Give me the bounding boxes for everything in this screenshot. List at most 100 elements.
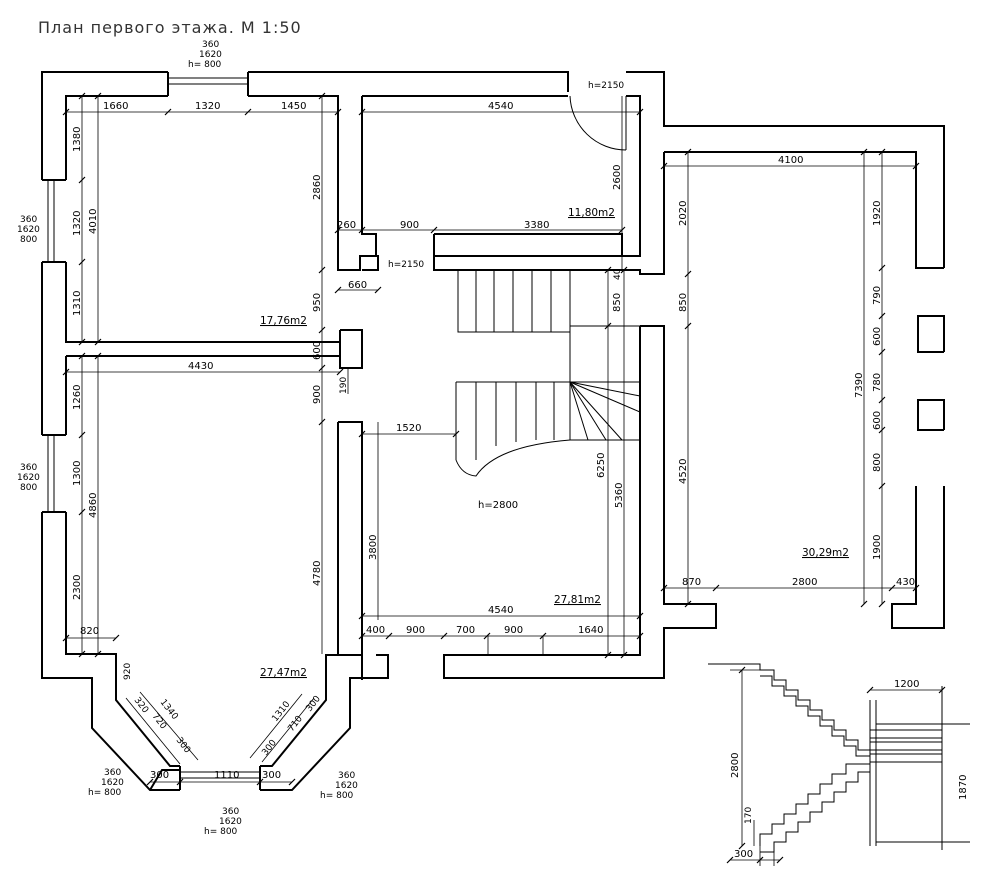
dim-label: 260 xyxy=(337,220,356,231)
dim-label: 1310 xyxy=(72,291,83,316)
dim-label: 2020 xyxy=(678,201,689,226)
dim-label: 820 xyxy=(80,626,99,637)
dim-label: 6250 xyxy=(596,453,607,478)
dim-label: 4430 xyxy=(188,361,213,372)
dim-label: 4540 xyxy=(488,605,513,616)
dim-label: 1900 xyxy=(872,535,883,560)
dim-label: 2800 xyxy=(730,753,741,778)
dim-label: 710 xyxy=(286,714,305,734)
dim-label: 190 xyxy=(339,377,349,394)
window-note: 1620 xyxy=(335,781,358,791)
dim-label: 1310 xyxy=(270,699,292,723)
dim-label: 600 xyxy=(312,341,323,360)
dim-label: 800 xyxy=(872,453,883,472)
dim-label: 1300 xyxy=(72,461,83,486)
dim-label: 1920 xyxy=(872,201,883,226)
window-note: h= 800 xyxy=(204,827,238,837)
dim-label: 900 xyxy=(312,385,323,404)
room-areas: 17,76m2 11,80m2 30,29m2 27,81m2 27,47m2 xyxy=(260,207,849,679)
dim-label: 1450 xyxy=(281,101,306,112)
dim-label: 2300 xyxy=(72,575,83,600)
dim-label: 170 xyxy=(744,807,754,824)
dim-label: 600 xyxy=(872,327,883,346)
window-note: 1620 xyxy=(17,225,40,235)
dim-label: 850 xyxy=(678,293,689,312)
dim-label: 850 xyxy=(612,293,623,312)
dim-label: 700 xyxy=(456,625,475,636)
dim-label: 870 xyxy=(682,577,701,588)
window-note: 1620 xyxy=(101,778,124,788)
dim-label: 1380 xyxy=(72,127,83,152)
staircase xyxy=(455,270,641,477)
dim-label: 950 xyxy=(312,293,323,312)
height-label: h=2150 xyxy=(588,81,624,91)
dim-label: 4540 xyxy=(488,101,513,112)
dim-label: 4780 xyxy=(312,561,323,586)
window-note: 800 xyxy=(20,235,37,245)
window-notes: 360 1620 h= 800 360 1620 800 360 1620 80… xyxy=(17,40,358,837)
dim-label: 4100 xyxy=(778,155,803,166)
stair-section xyxy=(708,663,970,866)
window-note: 360 xyxy=(104,768,121,778)
window-note: 1620 xyxy=(219,817,242,827)
plan-title: План первого этажа. М 1:50 xyxy=(38,18,302,37)
area-room-sw: 27,47m2 xyxy=(260,667,307,679)
height-labels: h=2150 h=2150 h=2800 xyxy=(388,81,624,511)
dim-label: 900 xyxy=(406,625,425,636)
dim-label: 300 xyxy=(174,736,193,756)
height-label: h=2800 xyxy=(478,500,518,511)
dim-label: 4860 xyxy=(88,493,99,518)
dimension-labels: 1660 1320 1450 4540 4100 1380 1320 4010 … xyxy=(72,101,915,781)
dim-label: 2600 xyxy=(612,165,623,190)
dim-label: 600 xyxy=(872,411,883,430)
dim-label: 790 xyxy=(872,286,883,305)
window-note: 360 xyxy=(20,463,37,473)
dim-label: 400 xyxy=(366,625,385,636)
area-hall: 27,81m2 xyxy=(554,594,601,606)
dim-label: 1320 xyxy=(72,211,83,236)
dim-label: 2800 xyxy=(792,577,817,588)
window-note: 360 xyxy=(202,40,219,50)
window-note: h= 800 xyxy=(88,788,122,798)
stair-section-labels: 1200 2800 1870 170 300 xyxy=(730,679,969,860)
dim-label: 900 xyxy=(504,625,523,636)
dim-label: 1200 xyxy=(894,679,919,690)
dim-label: 1260 xyxy=(72,385,83,410)
dim-label: 4010 xyxy=(88,209,99,234)
dim-label: 1520 xyxy=(396,423,421,434)
window-note: h= 800 xyxy=(320,791,354,801)
area-room-nw: 17,76m2 xyxy=(260,315,307,327)
dim-label: 320 xyxy=(132,696,151,716)
window-note: 1620 xyxy=(199,50,222,60)
dim-label: 900 xyxy=(400,220,419,231)
dim-label: 1110 xyxy=(214,770,239,781)
dim-label: 300 xyxy=(260,738,279,758)
dim-label: 430 xyxy=(896,577,915,588)
dim-label: 1660 xyxy=(103,101,128,112)
window-note: 800 xyxy=(20,483,37,493)
dim-label: 1320 xyxy=(195,101,220,112)
dimension-lines xyxy=(62,92,920,786)
dim-label: 780 xyxy=(872,373,883,392)
area-room-east: 30,29m2 xyxy=(802,547,849,559)
dim-label: 3800 xyxy=(368,535,379,560)
dim-label: 7390 xyxy=(854,373,865,398)
window-note: 1620 xyxy=(17,473,40,483)
dim-label: 920 xyxy=(123,663,133,680)
dim-label: 300 xyxy=(304,694,323,714)
dim-label: 4520 xyxy=(678,459,689,484)
window-note: 360 xyxy=(222,807,239,817)
dim-label: 660 xyxy=(348,280,367,291)
dim-label: 2860 xyxy=(312,175,323,200)
dim-label: 5360 xyxy=(614,483,625,508)
dim-label: 40 xyxy=(613,268,623,280)
walls xyxy=(41,71,945,791)
area-room-ne: 11,80m2 xyxy=(568,207,615,219)
dim-label: 1640 xyxy=(578,625,603,636)
dim-label: 720 xyxy=(150,712,169,732)
dim-label: 1870 xyxy=(958,775,969,800)
dim-label: 300 xyxy=(150,770,169,781)
window-note: 360 xyxy=(20,215,37,225)
dim-label: 300 xyxy=(734,849,753,860)
